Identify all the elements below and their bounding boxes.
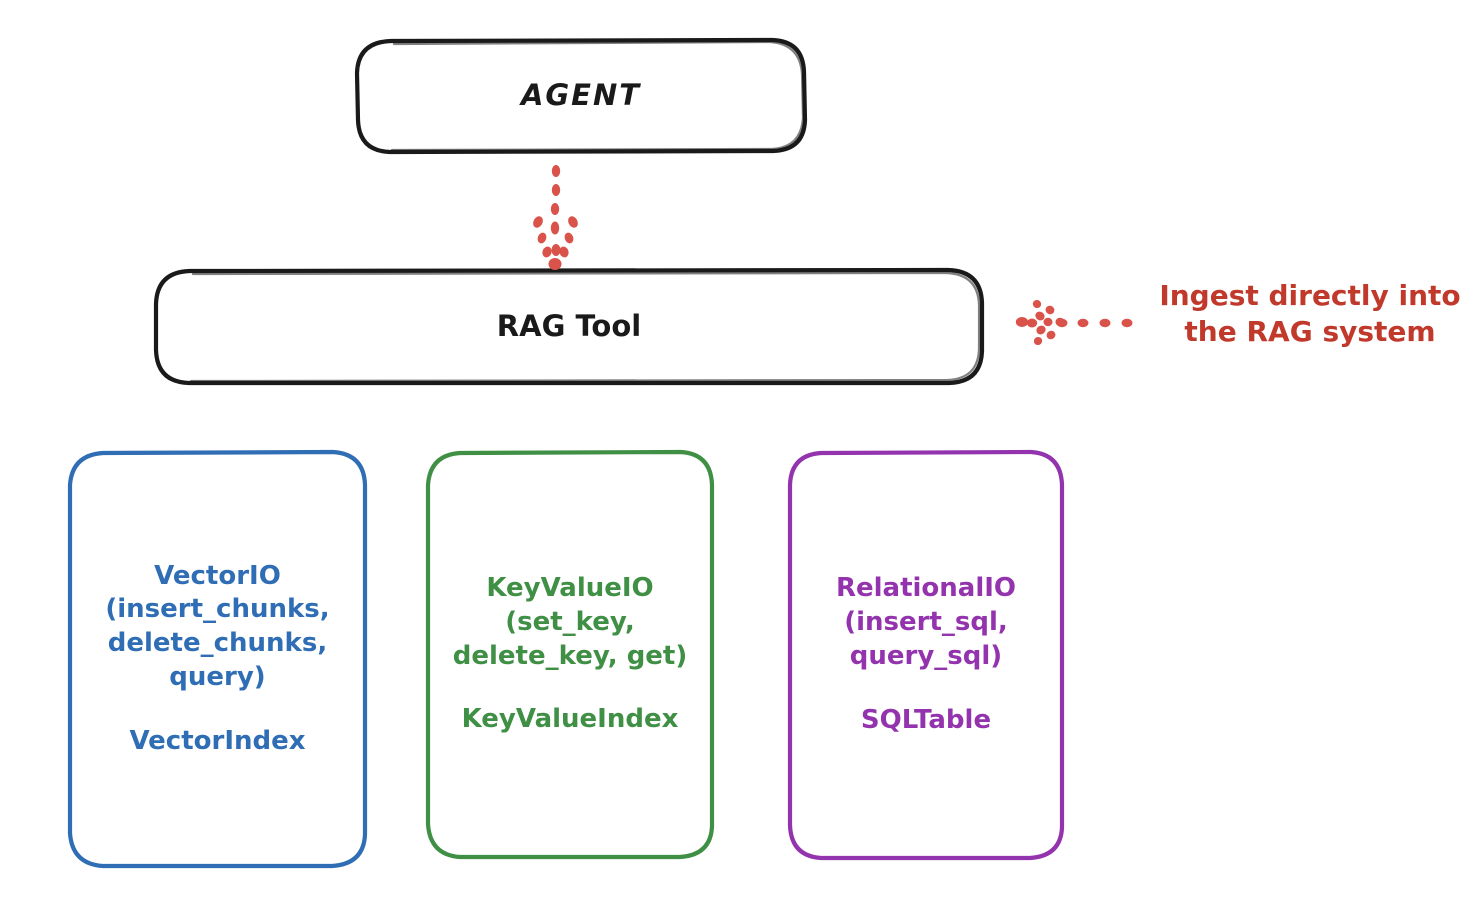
agent-box-sketch-overlay	[390, 40, 805, 152]
agent-to-rag-connector-icon	[533, 165, 578, 270]
key-value-io-box[interactable]	[425, 449, 715, 860]
rag-tool-box-sketch-overlay	[189, 271, 981, 383]
rag-tool-box[interactable]	[153, 267, 985, 386]
ingest-connector-icon	[1015, 299, 1133, 346]
vector-io-box[interactable]	[67, 449, 368, 869]
agent-box[interactable]	[354, 37, 808, 155]
relational-io-box[interactable]	[787, 449, 1065, 861]
